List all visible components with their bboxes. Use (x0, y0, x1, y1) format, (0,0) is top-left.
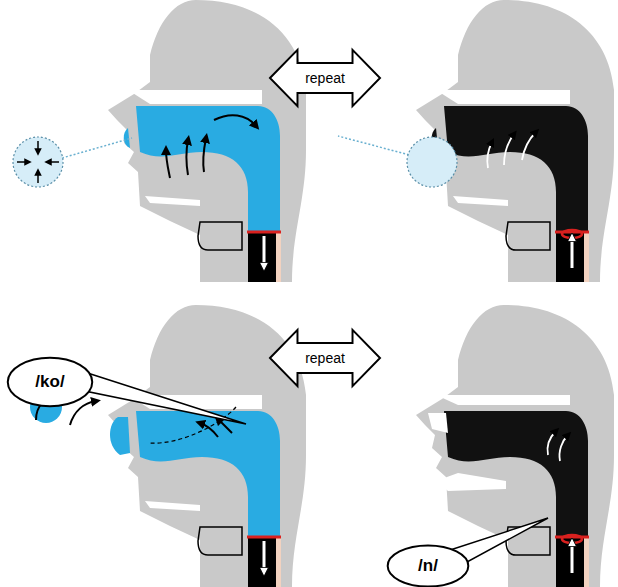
panel-n (416, 305, 614, 587)
panel-inhale (13, 0, 306, 282)
phoneme-label: /ko/ (35, 372, 64, 392)
speech-bubble: /n/ (386, 544, 470, 587)
bubble-tail (72, 368, 246, 424)
panel-release (338, 0, 614, 282)
repeat-arrow: repeat (268, 328, 382, 388)
phoneme-label: /n/ (418, 556, 438, 576)
panel-ko (30, 305, 306, 587)
repeat-label: repeat (305, 350, 345, 366)
repeat-label: repeat (305, 70, 345, 86)
repeat-arrow: repeat (268, 48, 382, 108)
speech-bubble: /ko/ (6, 356, 94, 408)
